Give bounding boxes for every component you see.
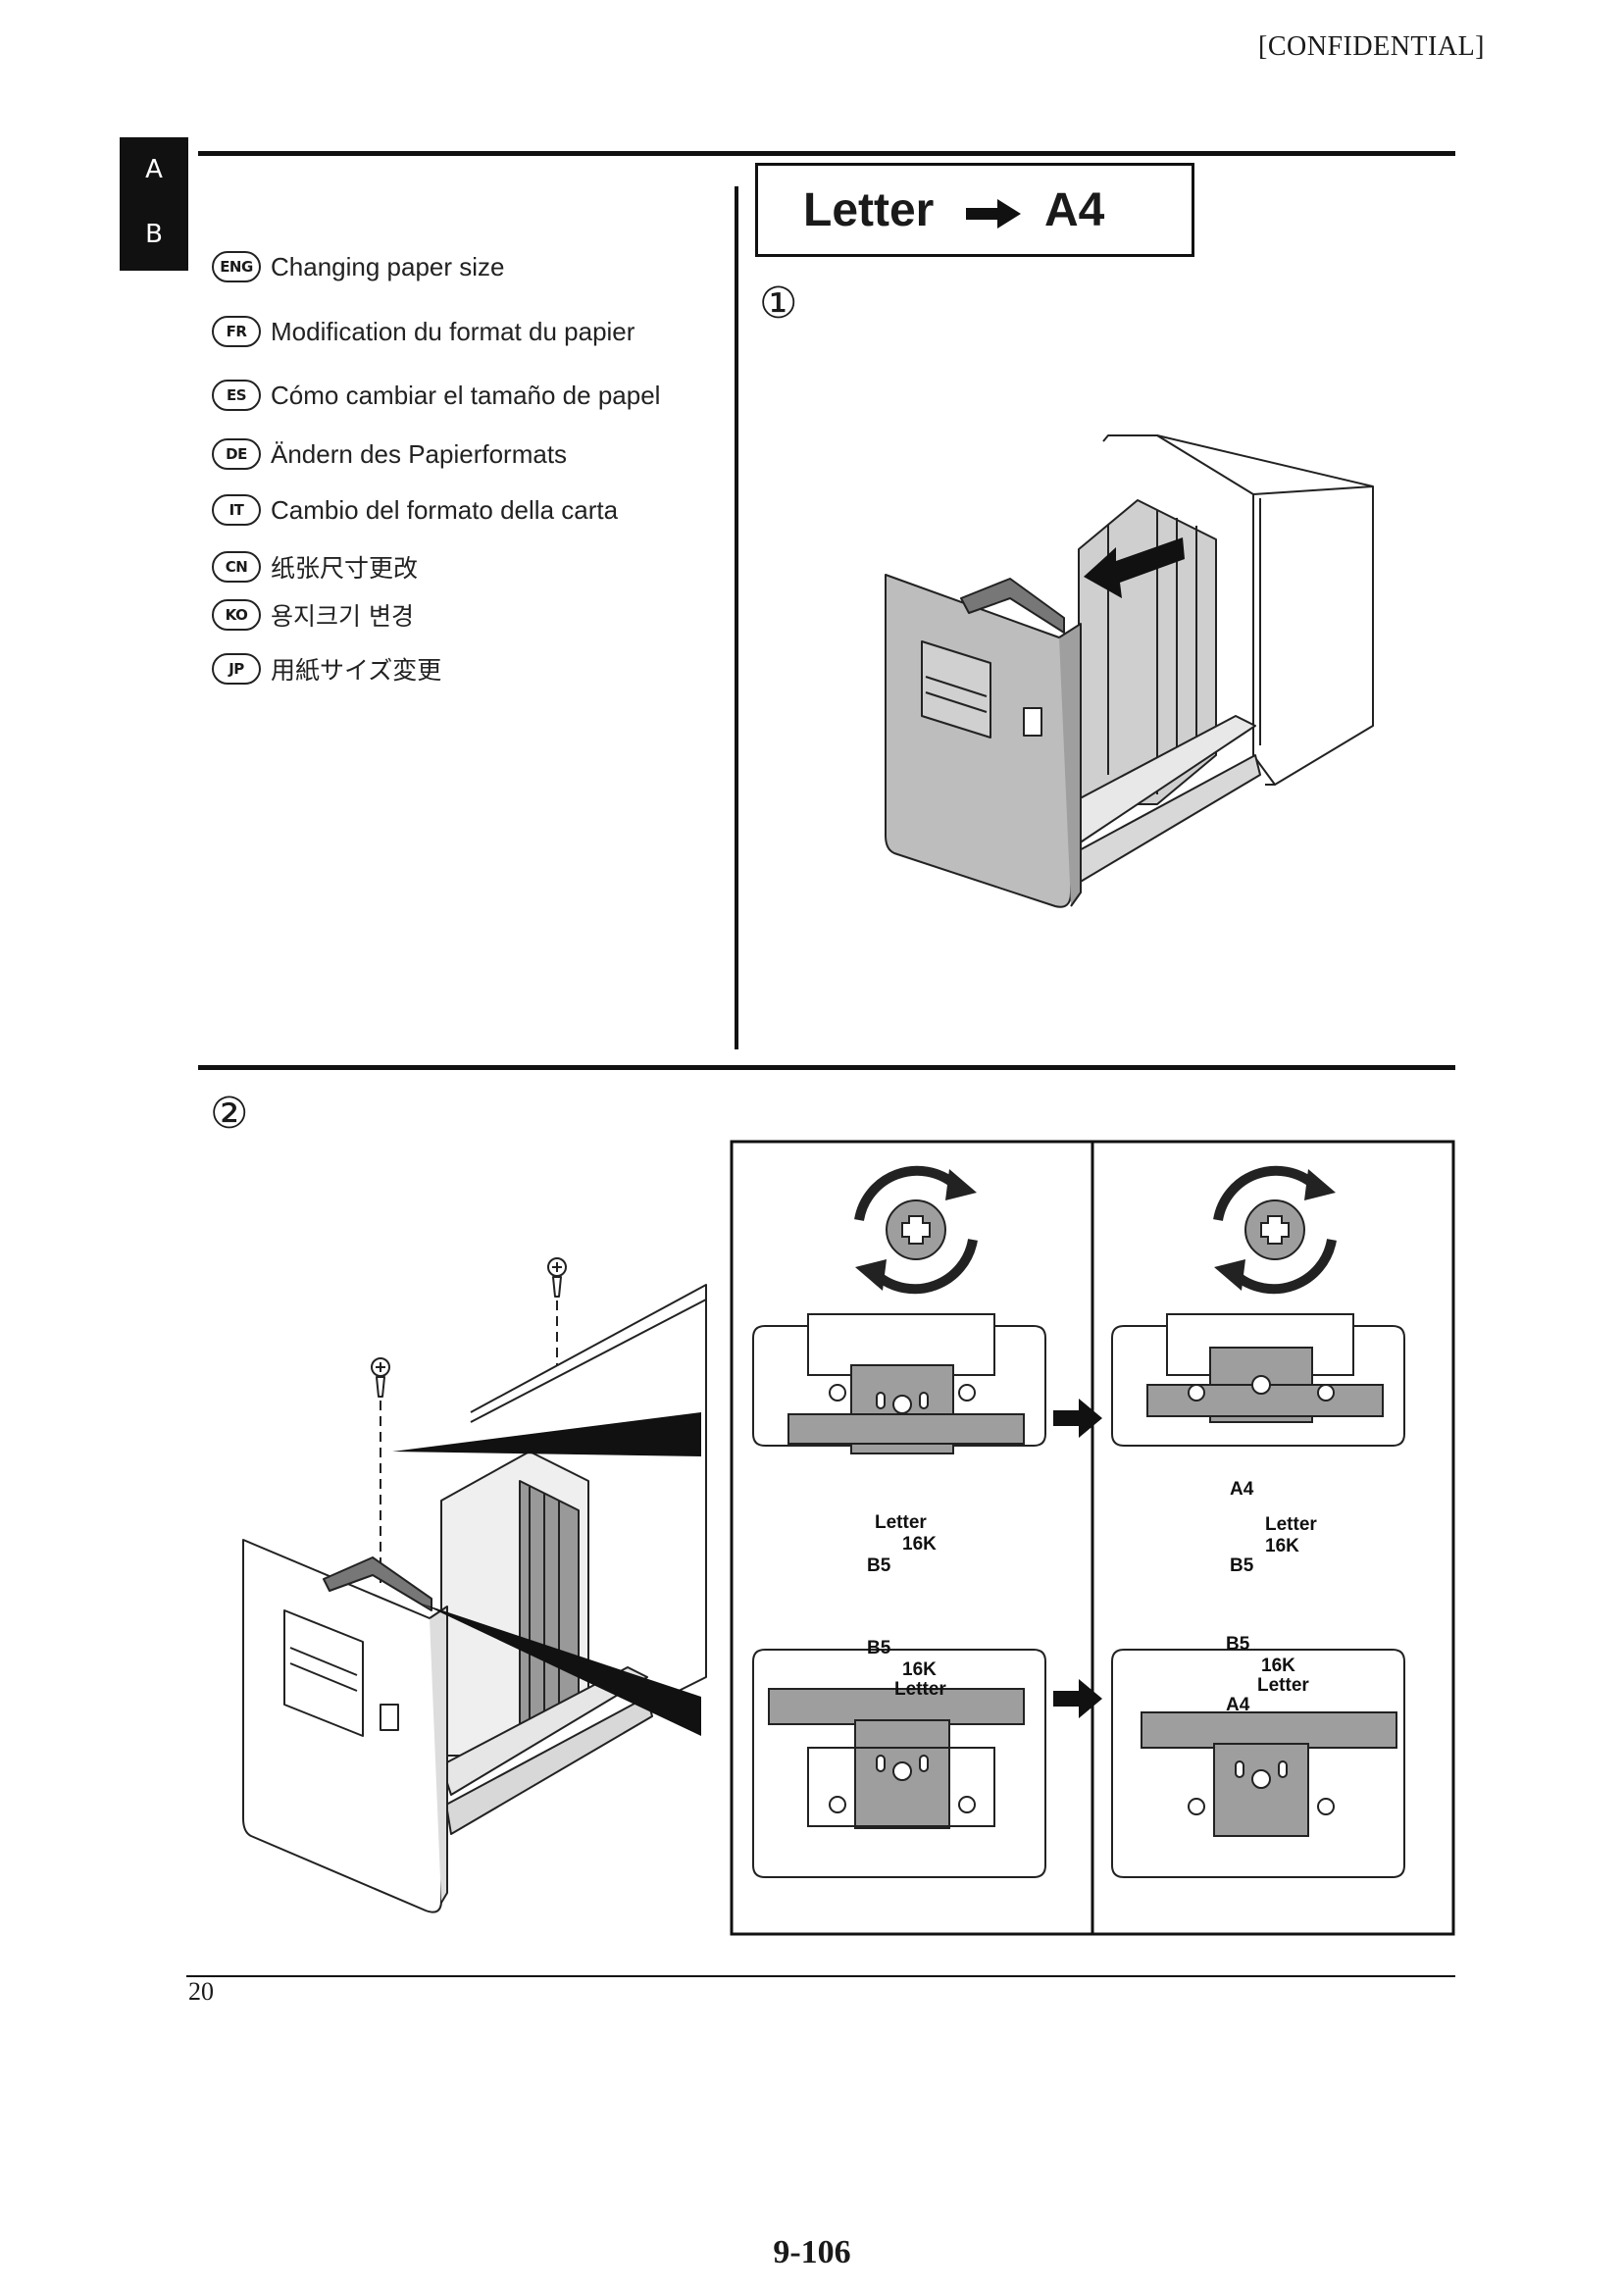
lang-row-jp: JP 用紙サイズ変更 bbox=[212, 649, 441, 688]
label-a4-tr: A4 bbox=[1230, 1479, 1254, 1500]
lang-badge-eng: ENG bbox=[212, 251, 261, 282]
step-2-number: ② bbox=[210, 1089, 249, 1139]
guide-bottom-after bbox=[1111, 1649, 1405, 1878]
lang-row-de: DE Ändern des Papierformats bbox=[212, 434, 567, 474]
label-letter-bl: Letter bbox=[894, 1679, 946, 1700]
drawer-screw-illustration bbox=[242, 1257, 707, 1913]
label-letter-tl: Letter bbox=[875, 1512, 927, 1533]
label-16k-br: 16K bbox=[1261, 1656, 1295, 1676]
top-rule bbox=[198, 151, 1455, 156]
title-to-size: A4 bbox=[1044, 184, 1105, 236]
lang-row-it: IT Cambio del formato della carta bbox=[212, 490, 618, 530]
lang-row-cn: CN 纸张尺寸更改 bbox=[212, 547, 418, 586]
drawer-open-illustration bbox=[885, 434, 1374, 908]
label-16k-bl: 16K bbox=[902, 1659, 937, 1680]
label-b5-bl: B5 bbox=[867, 1638, 891, 1658]
label-16k-tr: 16K bbox=[1265, 1536, 1299, 1556]
rotate-knob-icon-left bbox=[854, 1165, 978, 1295]
lang-badge-de: DE bbox=[212, 438, 261, 470]
lang-text-de: Ändern des Papierformats bbox=[271, 438, 568, 469]
label-letter-tr: Letter bbox=[1265, 1514, 1317, 1535]
guide-top-after bbox=[1111, 1313, 1405, 1447]
lang-text-fr: Modification du format du papier bbox=[271, 316, 635, 346]
label-letter-br: Letter bbox=[1257, 1675, 1309, 1696]
lang-text-it: Cambio del formato della carta bbox=[271, 494, 619, 525]
lang-text-jp: 用紙サイズ変更 bbox=[271, 656, 442, 685]
title-from-size: Letter bbox=[803, 184, 935, 236]
lang-badge-fr: FR bbox=[212, 316, 261, 347]
lang-badge-es: ES bbox=[212, 380, 261, 411]
lang-text-cn: 纸张尺寸更改 bbox=[271, 554, 419, 583]
lang-badge-ko: KO bbox=[212, 599, 261, 631]
middle-rule bbox=[198, 1065, 1455, 1070]
lang-row-es: ES Cómo cambiar el tamaño de papel bbox=[212, 376, 660, 415]
column-divider bbox=[735, 186, 738, 1049]
lang-badge-cn: CN bbox=[212, 551, 261, 583]
guide-bottom-before bbox=[752, 1649, 1046, 1878]
screw-icon-upper bbox=[547, 1257, 567, 1298]
lang-text-es: Cómo cambiar el tamaño de papel bbox=[271, 380, 661, 410]
label-16k-tl: 16K bbox=[902, 1534, 937, 1555]
lang-row-eng: ENG Changing paper size bbox=[212, 247, 505, 286]
label-b5-tr: B5 bbox=[1230, 1555, 1254, 1576]
page-number: 9-106 bbox=[773, 2234, 851, 2270]
guide-top-before bbox=[752, 1313, 1046, 1454]
side-tab-top-letter: A bbox=[145, 155, 163, 184]
label-b5-tl: B5 bbox=[867, 1555, 891, 1576]
label-b5-br: B5 bbox=[1226, 1634, 1250, 1655]
lang-badge-jp: JP bbox=[212, 653, 261, 685]
rotate-knob-icon-right bbox=[1213, 1165, 1337, 1295]
arrow-right-icon bbox=[966, 199, 1021, 229]
section-side-tab: A B bbox=[120, 137, 188, 271]
lang-row-fr: FR Modification du format du papier bbox=[212, 312, 634, 351]
guide-adjustment-panel: Letter 16K B5 A4 Letter 16K B5 B5 16K Le… bbox=[730, 1140, 1455, 1936]
step-1-number: ① bbox=[759, 279, 798, 329]
confidential-label: [CONFIDENTIAL] bbox=[1258, 31, 1485, 62]
side-tab-bottom-letter: B bbox=[145, 220, 163, 249]
lang-text-ko: 용지크기 변경 bbox=[271, 602, 414, 631]
lang-text-eng: Changing paper size bbox=[271, 251, 505, 281]
title-box: Letter A4 bbox=[755, 163, 1194, 257]
lang-row-ko: KO 용지크기 변경 bbox=[212, 595, 414, 635]
lang-badge-it: IT bbox=[212, 494, 261, 526]
screw-icon-lower bbox=[371, 1357, 390, 1398]
page-number-small: 20 bbox=[188, 1977, 214, 2006]
label-a4-br: A4 bbox=[1226, 1695, 1250, 1715]
footer-rule bbox=[186, 1975, 1455, 1977]
